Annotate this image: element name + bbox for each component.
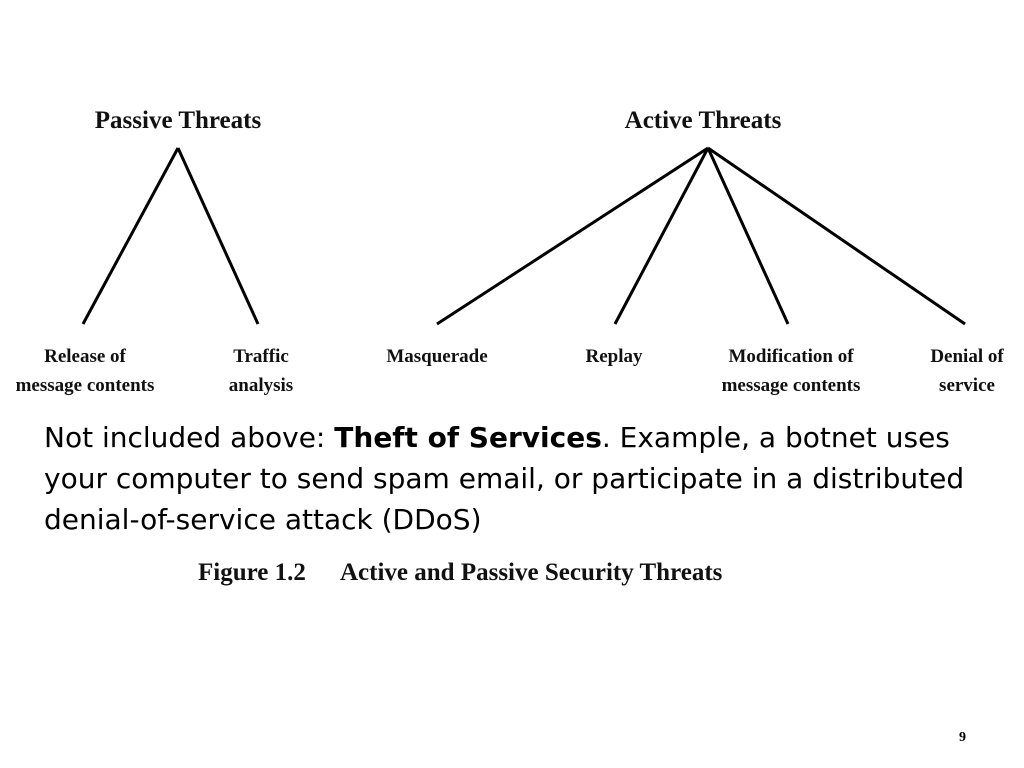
figure-number: Figure 1.2	[198, 559, 306, 586]
passive-branch-release	[81, 147, 180, 325]
figure-caption-title: Active and Passive Security Threats	[340, 559, 723, 586]
theft-of-services-note: Not included above: Theft of Services. E…	[44, 417, 974, 540]
active-branch-masquerade	[436, 146, 709, 326]
active-threats-title: Active Threats	[625, 107, 782, 134]
passive-threats-title: Passive Threats	[95, 107, 262, 134]
leaf-denial-line2: service	[939, 375, 995, 396]
leaf-denial-line1: Denial of	[930, 346, 1004, 367]
leaf-traffic-line2: analysis	[229, 375, 293, 396]
active-branch-denial	[707, 146, 966, 326]
leaf-modification-line2: message contents	[722, 375, 861, 396]
page-number: 9	[959, 730, 966, 745]
active-branch-replay	[613, 147, 710, 325]
leaf-masquerade: Masquerade	[386, 346, 487, 367]
note-suffix: . Example, a botnet uses your computer t…	[44, 421, 965, 536]
leaf-release-line2: message contents	[16, 375, 155, 396]
passive-branch-traffic	[176, 147, 260, 325]
leaf-traffic-line1: Traffic	[233, 346, 289, 367]
note-prefix: Not included above:	[44, 421, 335, 454]
leaf-release-line1: Release of	[44, 346, 126, 367]
active-branch-modification	[706, 147, 790, 325]
note-emphasis: Theft of Services	[334, 421, 602, 454]
leaf-replay: Replay	[586, 346, 644, 367]
leaf-modification-line1: Modification of	[728, 346, 854, 367]
